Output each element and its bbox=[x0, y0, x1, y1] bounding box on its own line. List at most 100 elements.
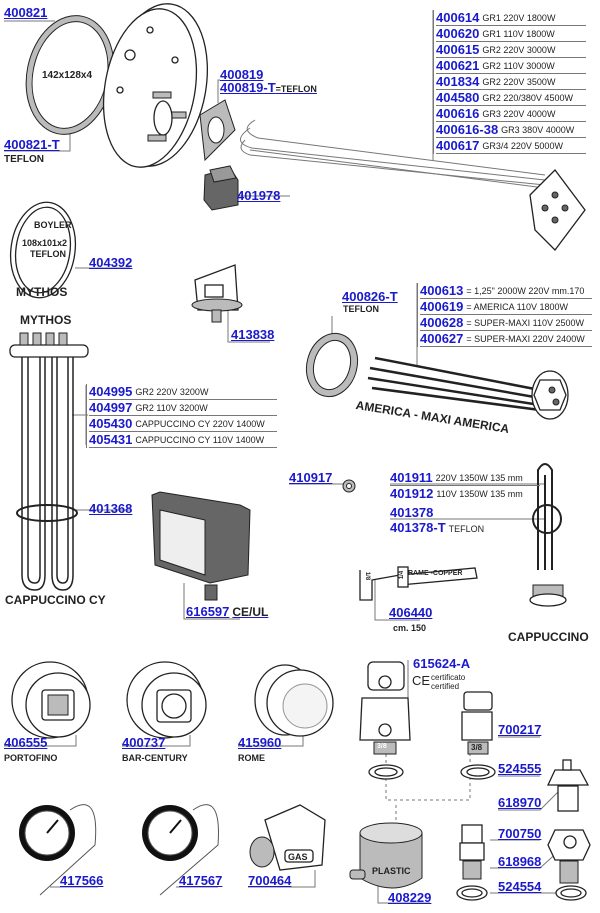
part-code[interactable]: 401912 bbox=[390, 486, 434, 501]
part-401368-link[interactable]: 401368 bbox=[89, 501, 133, 516]
part-415960-link[interactable]: 415960 bbox=[238, 735, 282, 750]
part-406555-link[interactable]: 406555 bbox=[4, 735, 48, 750]
part-desc: GR3 380V 4000W bbox=[501, 124, 575, 135]
part-404392-link[interactable]: 404392 bbox=[89, 255, 133, 270]
part-code[interactable]: 400628 bbox=[420, 315, 464, 330]
part-618968-link[interactable]: 618968 bbox=[498, 854, 542, 869]
nut-410917-drawing bbox=[342, 479, 356, 493]
part-524554-link[interactable]: 524554 bbox=[498, 879, 542, 894]
part-code[interactable]: 400614 bbox=[436, 10, 480, 25]
thread-3-8-label-1: 3/8 bbox=[377, 743, 387, 750]
part-code[interactable]: 405430 bbox=[89, 416, 133, 431]
heating-element-drawing-mythos bbox=[9, 332, 89, 591]
part-desc: 110V 1350W 135 mm bbox=[436, 488, 523, 499]
part-code[interactable]: 400627 bbox=[420, 331, 464, 346]
fitting-618968-drawing bbox=[547, 829, 591, 901]
part-code[interactable]: 405431 bbox=[89, 432, 133, 447]
part-400821t-link[interactable]: 400821-T bbox=[4, 137, 60, 152]
part-code[interactable]: 404997 bbox=[89, 400, 133, 415]
valve-615624a-drawing bbox=[359, 661, 411, 780]
part-400819t-link[interactable]: 400819-T=TEFLON bbox=[220, 81, 317, 96]
part-700750-link[interactable]: 700750 bbox=[498, 826, 542, 841]
part-400737-link[interactable]: 400737 bbox=[122, 735, 166, 750]
part-524555-link[interactable]: 524555 bbox=[498, 761, 542, 776]
part-410917-link[interactable]: 410917 bbox=[289, 470, 333, 485]
part-desc: GR1 110V 1800W bbox=[482, 28, 555, 39]
part-code[interactable]: 401911 bbox=[390, 470, 433, 485]
part-desc: GR2 110V 3200W bbox=[135, 402, 208, 413]
part-400821t-note: TEFLON bbox=[4, 154, 44, 165]
part-700217-link[interactable]: 700217 bbox=[498, 722, 542, 737]
part-400819-link[interactable]: 400819 bbox=[220, 67, 264, 82]
fitting-618970-drawing bbox=[546, 759, 590, 812]
part-code[interactable]: 400617 bbox=[436, 138, 480, 153]
fitting-700750-drawing bbox=[456, 824, 488, 901]
part-413838-link[interactable]: 413838 bbox=[231, 327, 275, 342]
part-406440-link[interactable]: 406440 bbox=[389, 605, 433, 620]
part-615624a-link[interactable]: 615624-A bbox=[413, 656, 471, 671]
part-code[interactable]: 400613 bbox=[420, 283, 464, 298]
list-item[interactable]: 400627= SUPER-MAXI 220V 2400W bbox=[420, 331, 592, 347]
part-code[interactable]: 400619 bbox=[420, 299, 464, 314]
part-618970-link[interactable]: 618970 bbox=[498, 795, 542, 810]
part-401378t-code[interactable]: 401378-T bbox=[390, 520, 446, 535]
plastic-cup-408229-drawing bbox=[349, 822, 423, 889]
part-400821-link[interactable]: 400821 bbox=[4, 5, 48, 20]
list-item[interactable]: 400613= 1,25" 2000W 220V mm.170 bbox=[420, 283, 592, 299]
gasket-size-label: 142x128x4 bbox=[42, 70, 93, 81]
part-code[interactable]: 401834 bbox=[436, 74, 480, 89]
part-code[interactable]: 404580 bbox=[436, 90, 480, 105]
mythos-label-1: MYTHOS bbox=[16, 285, 68, 299]
gauge-400737-drawing bbox=[126, 661, 207, 739]
part-408229-link[interactable]: 408229 bbox=[388, 890, 432, 905]
part-401978-link[interactable]: 401978 bbox=[237, 188, 281, 203]
heating-element-drawing-cappuccino bbox=[529, 463, 567, 607]
thread-1-8: 1/8 bbox=[364, 571, 371, 581]
list-item[interactable]: 400628= SUPER-MAXI 110V 2500W bbox=[420, 315, 592, 331]
part-code[interactable]: 400620 bbox=[436, 26, 480, 41]
part-400737-note: BAR-CENTURY bbox=[122, 753, 188, 763]
part-code[interactable]: 400621 bbox=[436, 58, 480, 73]
part-401378-link[interactable]: 401378 bbox=[390, 505, 434, 520]
list-item[interactable]: 400619= AMERICA 110V 1800W bbox=[420, 299, 592, 315]
copper-tube-406440-drawing bbox=[359, 566, 478, 601]
part-code[interactable]: 400615 bbox=[436, 42, 480, 57]
part-code[interactable]: 400616-38 bbox=[436, 122, 499, 137]
part-code[interactable]: 404995 bbox=[89, 384, 133, 399]
pressure-switch-616597-drawing bbox=[151, 491, 251, 601]
part-400826t-link[interactable]: 400826-T bbox=[342, 289, 398, 304]
part-400819t-note: =TEFLON bbox=[275, 84, 317, 94]
part-code[interactable]: 400616 bbox=[436, 106, 480, 121]
part-616597-code[interactable]: 616597 bbox=[186, 604, 230, 619]
part-desc: GR2 220V 3500W bbox=[482, 76, 556, 87]
element-list-2: 400613= 1,25" 2000W 220V mm.170 400619= … bbox=[417, 283, 592, 347]
part-desc: GR3/4 220V 5000W bbox=[482, 140, 563, 151]
part-417566-link[interactable]: 417566 bbox=[60, 873, 104, 888]
part-417567-link[interactable]: 417567 bbox=[179, 873, 223, 888]
gas-label: GAS bbox=[288, 852, 308, 862]
part-desc: GR1 220V 1800W bbox=[482, 12, 556, 23]
mythos-label-2: MYTHOS bbox=[20, 313, 72, 327]
part-700464-link[interactable]: 700464 bbox=[248, 873, 292, 888]
part-400819t-code[interactable]: 400819-T bbox=[220, 80, 276, 95]
